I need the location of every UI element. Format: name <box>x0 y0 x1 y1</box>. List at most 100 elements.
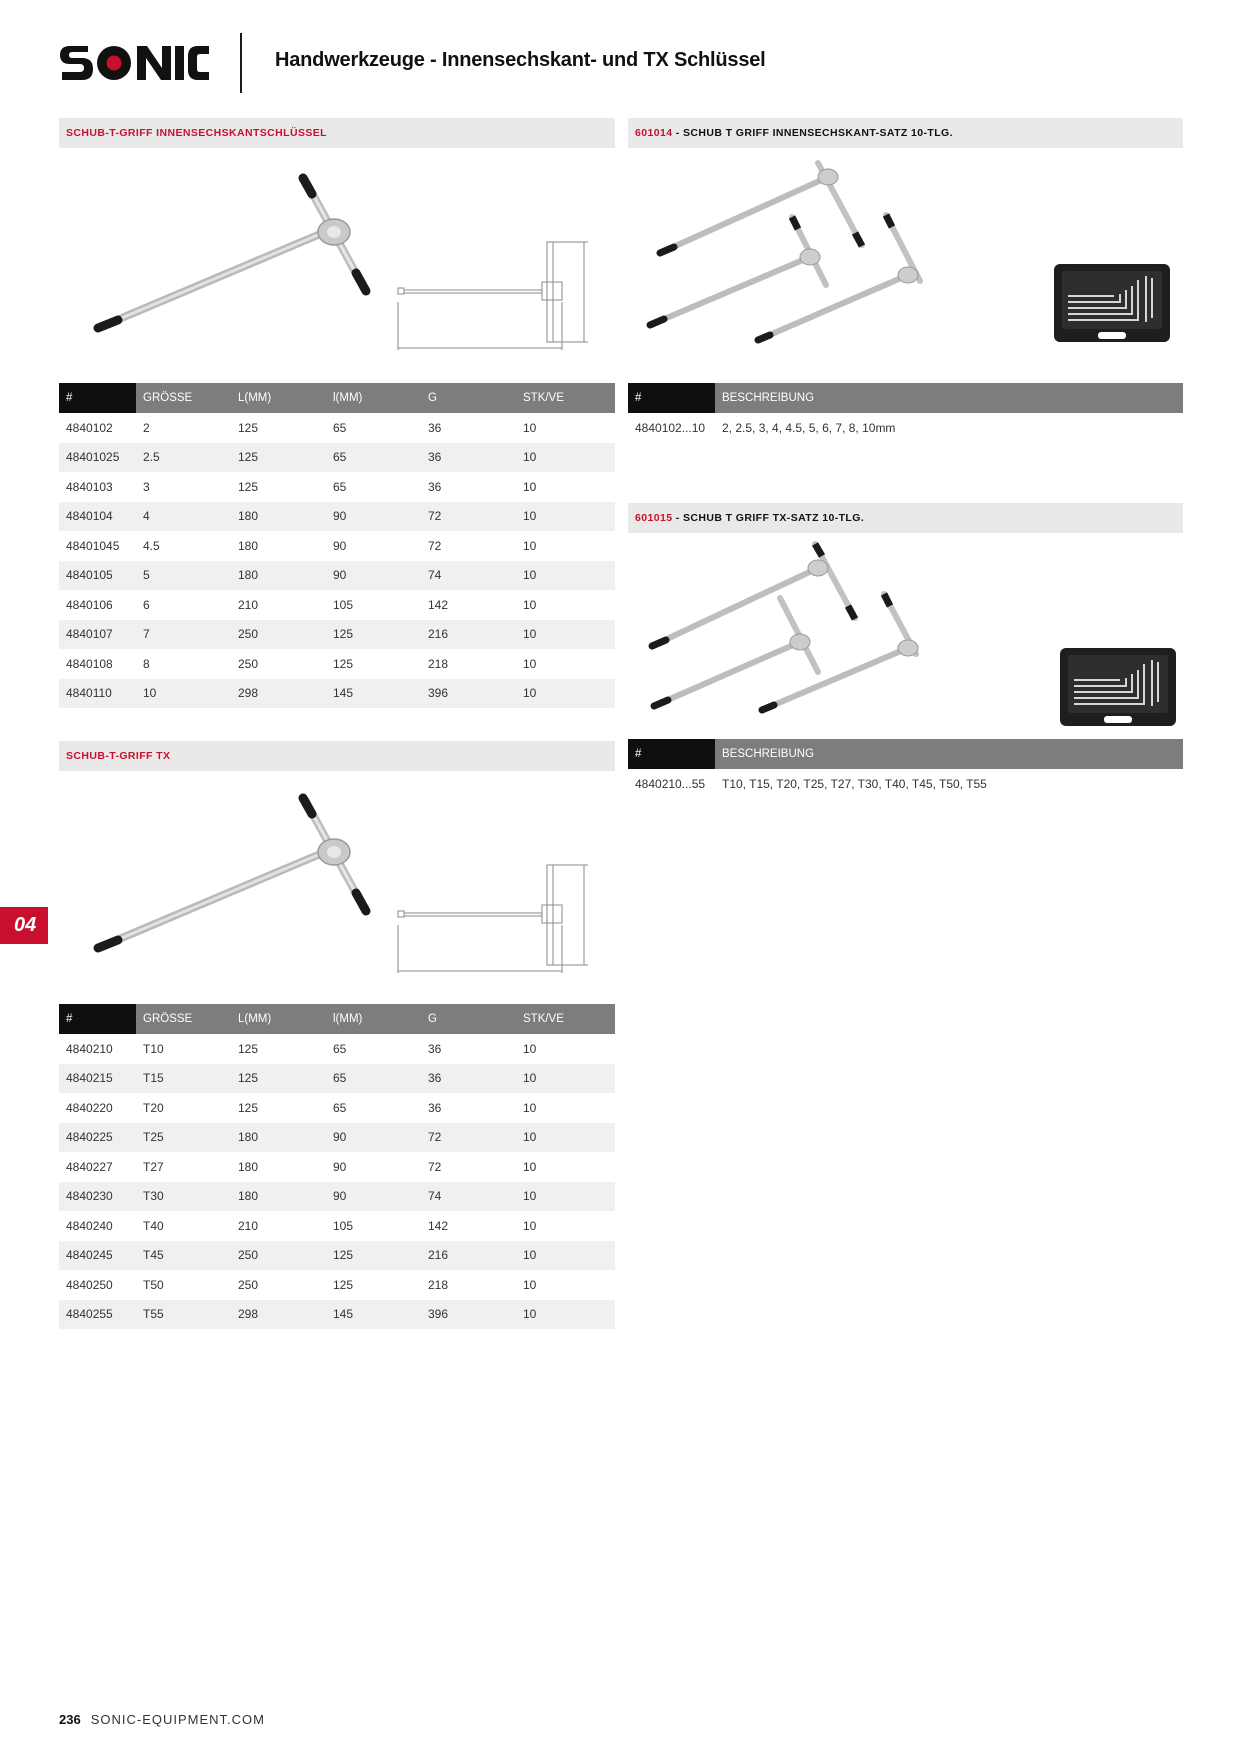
table-cell: 4840250 <box>66 1277 113 1292</box>
table-cell: 180 <box>231 560 326 590</box>
table-cell: 10 <box>523 1218 537 1233</box>
set-hex-case-image <box>1054 264 1170 342</box>
set-hex-title: - SCHUB T GRIFF INNENSECHSKANT-SATZ 10-T… <box>672 127 953 139</box>
t-handle-hex-drawing <box>397 241 588 350</box>
table-cell: 10 <box>523 1100 537 1115</box>
table-cell: 48401025 <box>59 442 136 472</box>
set-tx-table-header: # BESCHREIBUNG <box>628 739 1183 769</box>
table-cell: 10 <box>523 1277 537 1292</box>
section-title-set-tx: 601015 - SCHUB T GRIFF TX-SATZ 10-TLG. <box>628 503 1183 533</box>
table-cell: 105 <box>333 1218 354 1233</box>
sonic-logo <box>60 46 209 80</box>
set-hex-image <box>646 160 923 344</box>
table-cell: 2 <box>143 420 150 435</box>
table-cell: 36 <box>421 442 516 472</box>
col-weight: G <box>421 383 516 413</box>
table-cell: 10 <box>136 678 231 708</box>
table-cell: 125 <box>231 442 326 472</box>
table-cell: 125 <box>333 1277 354 1292</box>
table-cell: 105 <box>333 597 354 612</box>
table-cell: 180 <box>238 1159 259 1174</box>
table-cell: 180 <box>231 501 326 531</box>
chapter-tab: 04 <box>0 907 48 944</box>
table-cell: 298 <box>231 1299 326 1329</box>
col-pack-qty: STK/VE <box>516 383 615 413</box>
table-cell: 74 <box>421 1181 516 1211</box>
table-cell: T40 <box>143 1218 164 1233</box>
table-cell: 90 <box>326 501 421 531</box>
table-cell: 10 <box>516 1181 615 1211</box>
table-cell: T10 <box>143 1041 164 1056</box>
table-cell: 218 <box>428 1277 449 1292</box>
col-length-l: l(MM) <box>326 1004 421 1034</box>
table-cell: 10 <box>523 597 537 612</box>
set-tx-title: - SCHUB T GRIFF TX-SATZ 10-TLG. <box>672 512 865 524</box>
table-cell: 2.5 <box>136 442 231 472</box>
table-cell: 4840108 <box>66 656 113 671</box>
table-cell: T27 <box>143 1159 164 1174</box>
table-cell: 4840225 <box>59 1122 136 1152</box>
table-cell: 210 <box>238 597 259 612</box>
table-cell: 125 <box>333 656 354 671</box>
table-cell: 4840210 <box>66 1041 113 1056</box>
table-cell: 125 <box>326 619 421 649</box>
table-cell: 65 <box>333 479 347 494</box>
table-cell: 142 <box>428 1218 449 1233</box>
table-cell: 4840102 <box>66 420 113 435</box>
table-cell: 125 <box>326 1240 421 1270</box>
table-cell: 125 <box>238 420 259 435</box>
table-cell: 4840110 <box>59 678 136 708</box>
table-cell: 10 <box>523 538 537 553</box>
table-cell: 65 <box>333 1100 347 1115</box>
col-length-L: L(MM) <box>231 383 326 413</box>
table-cell: 90 <box>326 1122 421 1152</box>
col-number: # <box>59 1004 136 1034</box>
col-weight: G <box>421 1004 516 1034</box>
table-cell: 125 <box>231 1063 326 1093</box>
table-cell: 4 <box>136 501 231 531</box>
section-title-tx-text: SCHUB-T-GRIFF TX <box>66 750 171 762</box>
t-handle-tx-image <box>93 793 371 953</box>
col-pack-qty: STK/VE <box>516 1004 615 1034</box>
table-cell: 4840255 <box>59 1299 136 1329</box>
table-cell: 218 <box>428 656 449 671</box>
table-cell: 2, 2.5, 3, 4, 4.5, 5, 6, 7, 8, 10mm <box>722 420 896 435</box>
footer-site[interactable]: SONIC-EQUIPMENT.COM <box>90 1712 265 1727</box>
table-cell: 90 <box>333 538 347 553</box>
table-cell: 4840240 <box>66 1218 113 1233</box>
table-cell: 4840245 <box>59 1240 136 1270</box>
table-cell: 4840210...55 <box>635 776 706 791</box>
table-cell: 72 <box>421 501 516 531</box>
table-cell: 210 <box>238 1218 259 1233</box>
section-title-tx: SCHUB-T-GRIFF TX <box>59 741 615 771</box>
table-cell: 65 <box>326 442 421 472</box>
set-tx-code: 601015 <box>635 512 673 524</box>
table-cell: 10 <box>516 442 615 472</box>
table-cell: 10 <box>516 1299 615 1329</box>
table-cell: 10 <box>523 656 537 671</box>
table-cell: 10 <box>516 1122 615 1152</box>
table-cell: 36 <box>428 1100 442 1115</box>
table-cell: 180 <box>238 538 259 553</box>
table-cell: 250 <box>231 619 326 649</box>
table-cell: 72 <box>428 538 442 553</box>
table-cell: 10 <box>523 420 537 435</box>
table-cell: T15 <box>136 1063 231 1093</box>
